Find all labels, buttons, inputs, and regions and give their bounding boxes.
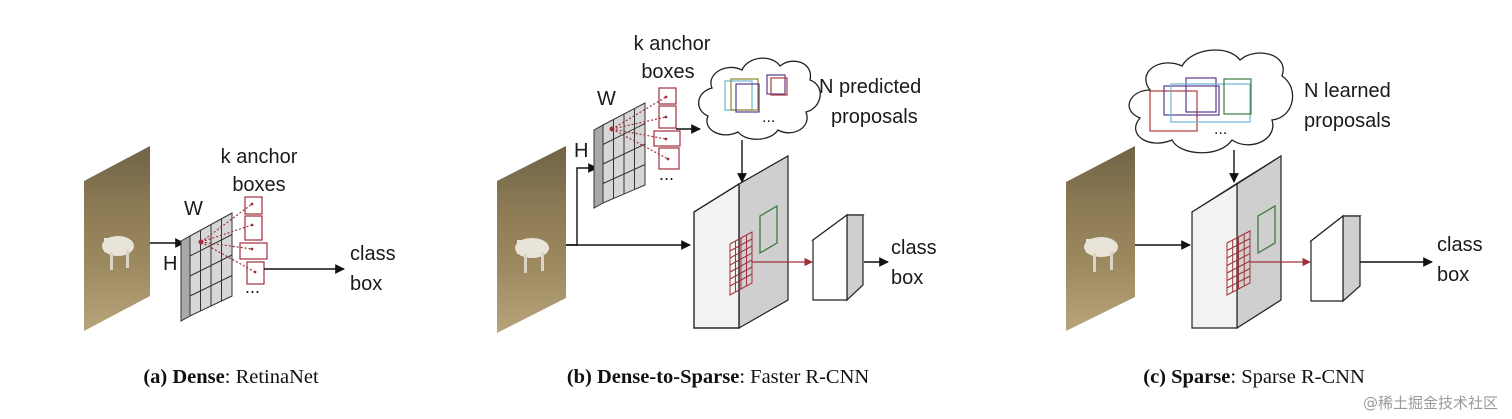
cloud-ellipsis-c: ... [1214,121,1227,138]
input-image-b [497,146,566,333]
proposals-label-line2-b: proposals [831,106,918,128]
watermark: @稀土掘金技术社区 [1362,394,1498,412]
output-class-a: class [350,243,396,265]
output-box-c: box [1437,264,1469,286]
caption-b-rest: : Faster R-CNN [739,366,870,388]
caption-b-bold: Dense-to-Sparse [597,366,740,388]
w-label-a: W [184,198,203,220]
caption-c-letter: (c) [1143,366,1167,388]
ellipsis-a: ... [245,277,260,297]
output-class-b: class [891,237,937,259]
anchor-links-a [200,203,256,273]
output-box-b: box [891,267,923,289]
anchor-label-line1-a: k anchor [221,146,298,168]
h-label-a: H [163,253,177,275]
input-image-a [84,146,150,331]
ellipsis-b: ... [659,164,674,184]
proposal-cloud-c [1128,49,1294,154]
proposals-label-line1-c: N learned [1304,80,1391,102]
anchor-dots-a [250,202,257,274]
caption-c-bold: Sparse [1171,366,1231,388]
anchor-label-line2-a: boxes [232,174,285,196]
caption-a-bold: Dense [172,366,225,388]
anchor-boxes-a [239,196,268,285]
caption-a-rest: : RetinaNet [224,366,319,388]
proposals-label-line1-b: N predicted [819,76,921,98]
backbone-feature-b [693,154,789,330]
feature-grid-b [593,102,646,209]
caption-b-letter: (b) [566,366,592,388]
panel-c: ... N learned proposals class box [1066,49,1483,331]
proposal-cloud-b [698,57,821,140]
input-image-c [1066,146,1135,331]
arrow-image-to-grid-b [566,163,598,246]
anchor-dots-b [664,95,670,161]
caption-c-rest: : Sparse R-CNN [1230,366,1365,388]
feature-grid-a [180,212,233,322]
output-class-c: class [1437,234,1483,256]
anchor-label-line1-b: k anchor [634,33,711,55]
caption-c: (c) Sparse: Sparse R-CNN [1143,366,1365,389]
backbone-feature-c [1191,154,1282,330]
anchor-label-line2-b: boxes [641,61,694,83]
caption-b: (b) Dense-to-Sparse: Faster R-CNN [567,366,869,389]
panel-a: k anchor boxes W H ... class box [84,146,396,331]
w-label-b: W [597,88,616,110]
panel-b: ... k anchor boxes W H ... N predicted [497,33,937,333]
cloud-ellipsis-b: ... [762,109,775,126]
anchor-boxes-b [653,87,681,170]
output-box-a: box [350,273,382,295]
proposals-label-line2-c: proposals [1304,110,1391,132]
head-box-b [811,213,865,302]
caption-a: (a) Dense: RetinaNet [143,366,318,389]
h-label-b: H [574,140,588,162]
caption-a-letter: (a) [143,366,168,388]
head-box-c [1309,214,1362,303]
